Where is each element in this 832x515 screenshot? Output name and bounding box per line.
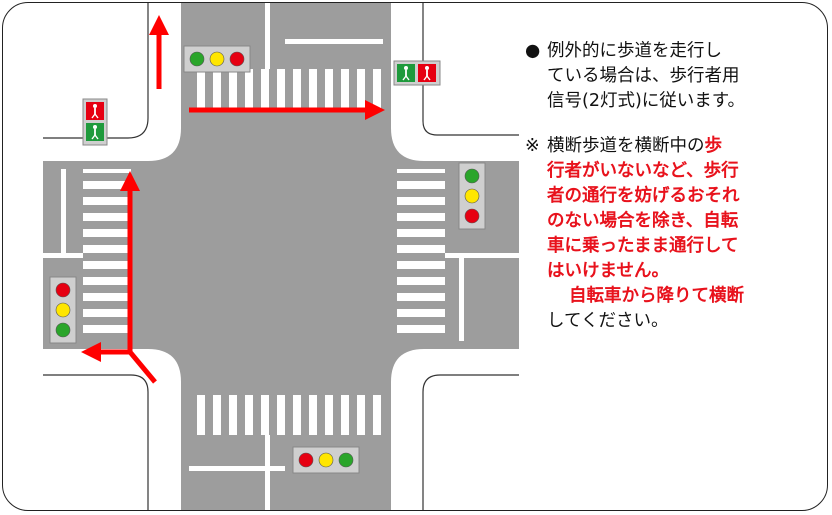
red-lamp xyxy=(298,452,314,468)
road-surface xyxy=(43,3,519,510)
green-lamp xyxy=(338,452,354,468)
caution-red-start: 歩 xyxy=(704,136,723,156)
crosswalk-right xyxy=(397,169,445,341)
caution-tail: してください。 xyxy=(547,311,669,331)
caution-red-line-2: 者の通行を妨げるおそれ xyxy=(547,186,740,206)
green-lamp xyxy=(464,168,480,184)
lane-line-top xyxy=(265,3,270,69)
lane-line-right xyxy=(445,253,519,258)
caution-mark: ※ xyxy=(525,136,540,156)
caution-red-line-3: のない場合を除き、自転 xyxy=(547,211,739,231)
stop-line-left xyxy=(61,169,66,255)
caution-head: 横断歩道を横断中の xyxy=(547,136,705,156)
bullet-note: ● 例外的に歩道を走行し ている場合は、歩行者用 信号(2灯式)に従います。 xyxy=(525,39,825,114)
caution-red-line-1: 行者がいないなど、歩行 xyxy=(547,161,739,181)
bullet-line-2: ている場合は、歩行者用 xyxy=(547,66,740,86)
explanation-notes: ● 例外的に歩道を走行し ている場合は、歩行者用 信号(2灯式)に従います。 ※… xyxy=(525,39,825,334)
bullet-line-3: 信号(2灯式)に従います。 xyxy=(547,91,746,111)
green-lamp xyxy=(55,322,71,338)
caution-note: ※ 横断歩道を横断中の歩 行者がいないなど、歩行 者の通行を妨げるおそれ のない… xyxy=(525,134,825,334)
red-lamp xyxy=(464,208,480,224)
yellow-lamp xyxy=(55,302,71,318)
bullet-line-1: 例外的に歩道を走行し xyxy=(547,41,722,61)
vehicle-top-signal xyxy=(183,45,251,73)
pedestrian-top-right-signal xyxy=(393,60,441,86)
green-lamp xyxy=(189,51,205,67)
intersection-scene xyxy=(43,3,519,510)
lane-line-left xyxy=(43,253,83,258)
caution-red-line-4: 車に乗ったまま通行して xyxy=(547,236,739,256)
bullet-mark: ● xyxy=(525,41,541,61)
sidewalk-curbs xyxy=(43,3,519,510)
yellow-lamp xyxy=(209,51,225,67)
pedestrian-left-signal xyxy=(82,98,108,146)
stop-line-right xyxy=(459,255,464,341)
vehicle-bottom-signal xyxy=(292,446,360,474)
vehicle-left-signal xyxy=(49,276,77,344)
arrow-north-left-sidewalk xyxy=(149,15,169,89)
arrow-west-left-sidewalk xyxy=(81,342,157,384)
caution-red-line-5: はいけません。 xyxy=(547,261,669,281)
yellow-lamp xyxy=(318,452,334,468)
caution-red-line-6: 自転車から降りて横断 xyxy=(569,286,744,306)
yellow-lamp xyxy=(464,188,480,204)
crosswalk-top xyxy=(189,69,385,109)
stop-line-bottom xyxy=(189,466,285,471)
arrow-north-left-crosswalk xyxy=(120,171,140,352)
vehicle-right-signal xyxy=(458,162,486,230)
crosswalk-bottom xyxy=(189,395,385,435)
crosswalk-left xyxy=(83,169,131,341)
stop-line-top xyxy=(285,39,383,44)
arrow-east-top-crosswalk xyxy=(189,100,385,120)
red-lamp xyxy=(229,51,245,67)
lane-line-bottom xyxy=(265,435,270,510)
red-lamp xyxy=(55,282,71,298)
